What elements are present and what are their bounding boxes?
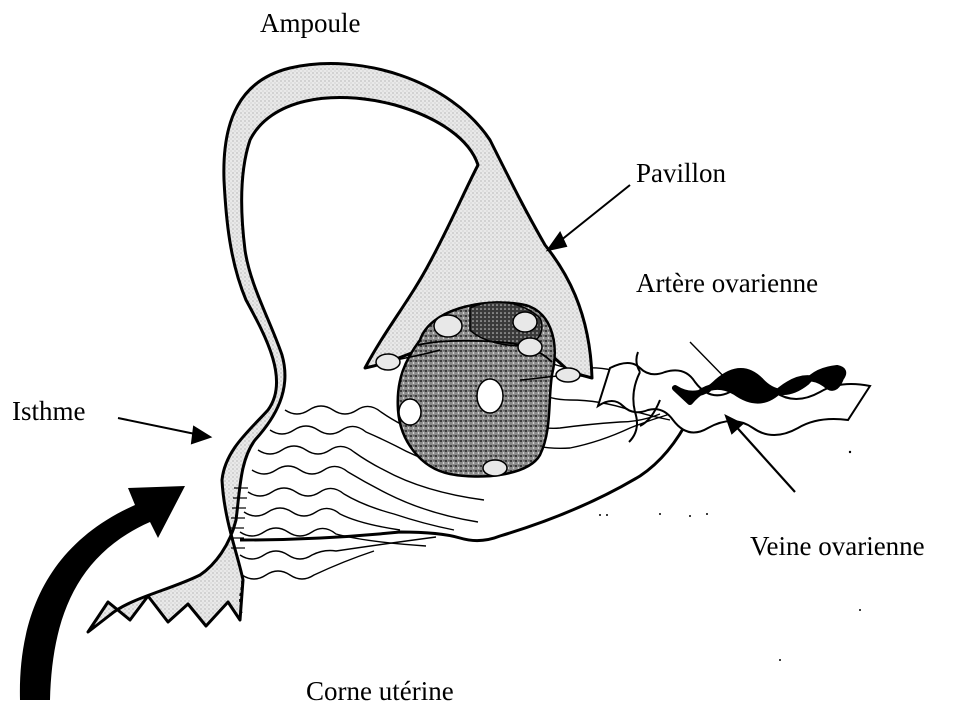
label-ampoule: Ampoule xyxy=(260,10,361,37)
label-uterine-horn: Corne utérine xyxy=(306,678,454,705)
follicle xyxy=(477,379,503,413)
follicle xyxy=(434,315,462,337)
label-pavillon: Pavillon xyxy=(636,160,726,187)
follicle xyxy=(513,312,537,332)
follicle xyxy=(556,368,580,382)
label-ovarian-artery: Artère ovarienne xyxy=(636,270,818,297)
follicle xyxy=(399,399,421,425)
label-isthme: Isthme xyxy=(12,398,86,425)
label-ovarian-vein: Veine ovarienne xyxy=(750,533,925,560)
follicle xyxy=(376,354,400,370)
follicle xyxy=(483,460,507,476)
follicle xyxy=(518,338,542,356)
